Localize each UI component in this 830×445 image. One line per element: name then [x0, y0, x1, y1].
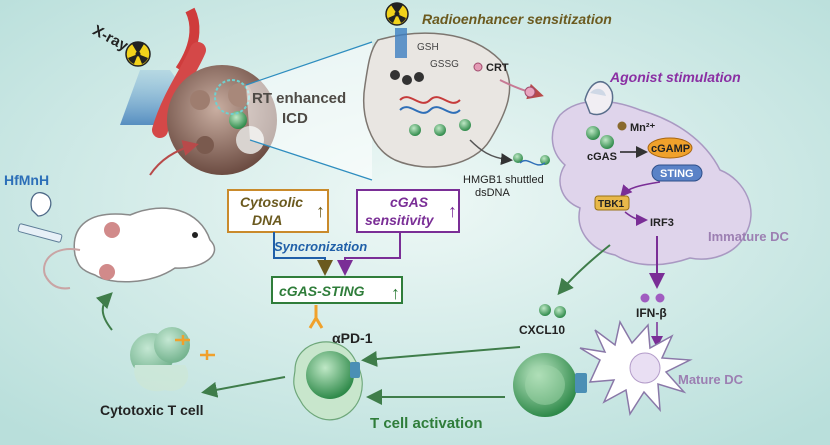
dna-label: DNA: [252, 212, 282, 228]
antibody-small: [200, 350, 215, 360]
t-cell-nucleus: [525, 365, 565, 405]
ifn-dot: [655, 293, 665, 303]
mouse-tumor-arrow: [149, 140, 199, 176]
cgas-sensitivity-box: [356, 189, 460, 233]
tumor-cell: [363, 32, 511, 168]
cgas-sting-box: [271, 276, 403, 304]
cgas-sting-up-arrow: ↑: [391, 283, 400, 303]
cgamp-shape: [647, 137, 693, 159]
hfmnh-particle-small: [30, 192, 52, 217]
xray-beam-small: [395, 28, 407, 58]
ifn-label: IFN-β: [636, 306, 667, 320]
cxcl10-dot: [539, 304, 551, 316]
radiation-icon: [385, 2, 409, 26]
dna-strands: [399, 96, 471, 136]
mn-dot: [617, 121, 627, 131]
activated-cytotoxic-arrow: [201, 376, 286, 398]
cxcl10-label: CXCL10: [519, 323, 565, 337]
zoom-line: [245, 41, 373, 86]
cgas-sens-arrow: [337, 232, 401, 276]
sync-label: Syncronization: [274, 239, 367, 254]
mouse-tail: [43, 248, 81, 290]
mn-label: Mn²⁺: [630, 122, 656, 134]
antibody-icon: [308, 305, 324, 329]
cytosolic-arrow: [273, 232, 333, 276]
cytosolic-box: [227, 189, 329, 233]
rt-enhanced-label: RT enhanced: [252, 90, 346, 107]
sting-shape: [651, 164, 703, 182]
mouse-eye: [192, 232, 198, 238]
tumor-spot: [99, 264, 115, 280]
cytosolic-up-arrow: ↑: [316, 201, 325, 221]
mature-dc-label: Mature DC: [678, 372, 744, 387]
hfmnh-particle: [584, 81, 614, 116]
sensitivity-label: sensitivity: [365, 212, 435, 228]
antibody-small: [175, 335, 190, 345]
cytotoxic-mouse-arrow: [95, 292, 113, 331]
cytotoxic-t-cell-group: [130, 327, 190, 392]
gssg-label: GSSG: [430, 59, 459, 70]
crt-label: CRT: [486, 62, 509, 74]
tbk1-shape: [594, 195, 630, 211]
cytotoxic-label: Cytotoxic T cell: [100, 402, 203, 418]
sting-label: STING: [660, 168, 694, 180]
hfmnh-label: HfMnH: [4, 172, 49, 188]
cgas-sting-label: cGAS-STING: [279, 283, 365, 299]
crt-dot: [473, 62, 483, 72]
syringe: [17, 223, 63, 243]
crt-arrow: [499, 79, 544, 100]
green-vesicle: [586, 126, 600, 140]
tcell-activation-label: T cell activation: [370, 415, 483, 432]
agonist-label: Agonist stimulation: [609, 69, 741, 85]
blood-vessel: [152, 42, 206, 138]
cytosolic-label: Cytosolic: [240, 194, 303, 210]
activated-t-cell-body: [306, 351, 354, 399]
cgas-sens-up-arrow: ↑: [448, 201, 457, 221]
crt-protein: [524, 86, 536, 98]
apd1-label: αPD-1: [332, 330, 373, 346]
tbk1-label: TBK1: [598, 199, 625, 210]
zoom-funnel: [246, 42, 372, 180]
radioenhancer-label: Radioenhancer sensitization: [422, 11, 612, 27]
cgas-label: cGAS: [587, 151, 617, 163]
green-vesicle: [600, 135, 614, 149]
released-dsdna: [513, 153, 550, 166]
dna-release-arrow: [469, 139, 513, 166]
gsh-label: GSH: [417, 42, 439, 53]
particle-highlight: [590, 88, 606, 96]
tbk1-irf3-arrow: [624, 211, 648, 226]
hmgb1-label: HMGB1 shuttled: [463, 174, 544, 186]
cxcl10-tcell-arrow: [361, 346, 521, 367]
ifn-dot: [640, 293, 650, 303]
zoom-line: [249, 139, 373, 181]
dsdna-label: dsDNA: [475, 187, 511, 199]
pd1-receptor: [350, 362, 360, 378]
dc-cxcl10-arrow: [557, 244, 611, 296]
cgamp-label: cGAMP: [651, 143, 690, 155]
immature-dc-label: Immature DC: [708, 229, 790, 244]
radiation-icon: [125, 41, 151, 67]
sting-tbk1-arrow: [620, 181, 661, 198]
tumor-spot: [104, 222, 120, 238]
irf3-label: IRF3: [650, 217, 674, 229]
nanoparticles: [390, 70, 424, 85]
cxcl10-dot: [554, 306, 566, 318]
icd-label: ICD: [282, 110, 308, 127]
cgas-sens-label: cGAS: [390, 194, 429, 210]
tcr-receptor: [575, 373, 587, 393]
mature-dc-nucleus: [629, 352, 661, 384]
